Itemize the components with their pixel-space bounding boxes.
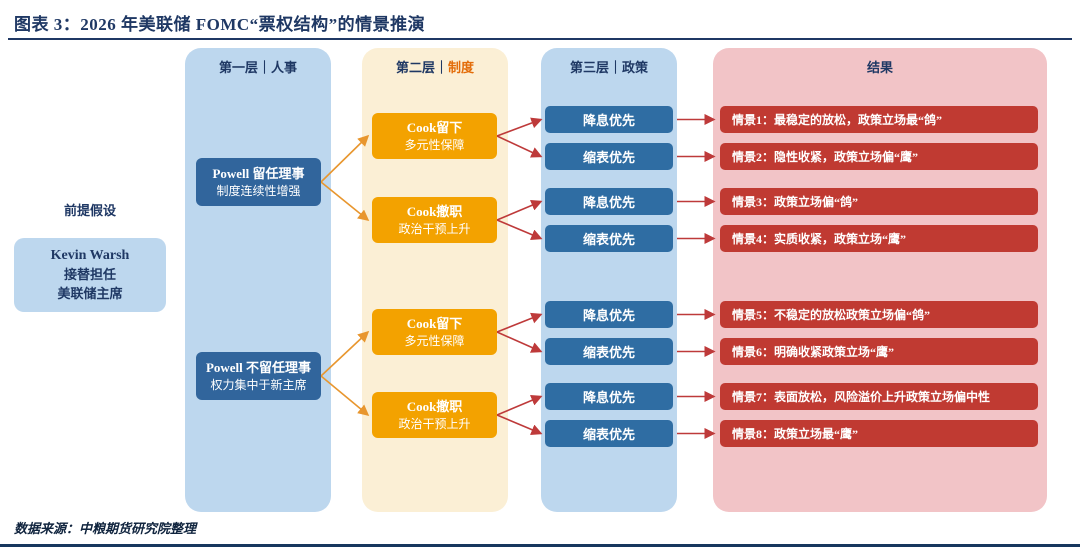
result-scenario-6: 情景6：明确收紧政策立场“鹰” <box>720 338 1038 365</box>
node-cook-stays-1: Cook留下 多元性保障 <box>372 113 497 159</box>
policy-node-1: 降息优先 <box>545 106 673 133</box>
header-suffix: 人事 <box>271 60 298 75</box>
policy-node-7: 降息优先 <box>545 383 673 410</box>
header-prefix: 第一层｜ <box>218 60 271 75</box>
premise-box: Kevin Warsh 接替担任 美联储主席 <box>14 238 166 312</box>
column-header-institution: 第二层｜制度 <box>362 48 508 76</box>
data-source-note: 数据来源：中粮期货研究院整理 <box>14 521 197 536</box>
header-suffix: 制度 <box>448 60 475 75</box>
node-subtitle: 制度连续性增强 <box>216 183 301 198</box>
node-powell-stays: Powell 留任理事 制度连续性增强 <box>196 158 321 206</box>
node-title: Cook撤职 <box>406 398 463 414</box>
node-title: Cook留下 <box>406 315 463 331</box>
policy-node-2: 缩表优先 <box>545 143 673 170</box>
column-header-policy: 第三层｜政策 <box>541 48 677 76</box>
node-subtitle: 权力集中于新主席 <box>210 377 307 392</box>
column-header-result: 结果 <box>866 60 893 75</box>
node-subtitle: 多元性保障 <box>404 137 465 152</box>
premise-line-1: Kevin Warsh <box>50 248 130 263</box>
node-title: Cook撤职 <box>406 203 463 219</box>
policy-node-4: 缩表优先 <box>545 225 673 252</box>
node-title: Cook留下 <box>406 119 463 135</box>
result-scenario-2: 情景2：隐性收紧，政策立场偏“鹰” <box>720 143 1038 170</box>
result-scenario-1: 情景1：最稳定的放松，政策立场最“鸽” <box>720 106 1038 133</box>
policy-node-3: 降息优先 <box>545 188 673 215</box>
result-scenario-5: 情景5：不稳定的放松政策立场偏“鸽” <box>720 301 1038 328</box>
node-subtitle: 多元性保障 <box>404 333 465 348</box>
node-subtitle: 政治干预上升 <box>398 416 471 431</box>
node-powell-leaves: Powell 不留任理事 权力集中于新主席 <box>196 352 321 400</box>
premise-line-3: 美联储主席 <box>57 286 123 302</box>
premise-label: 前提假设 <box>63 203 116 218</box>
result-scenario-3: 情景3：政策立场偏“鸽” <box>720 188 1038 215</box>
figure-title: 图表 3：2026 年美联储 FOMC“票权结构”的情景推演 <box>14 15 426 34</box>
node-cook-stays-2: Cook留下 多元性保障 <box>372 309 497 355</box>
premise-line-2: 接替担任 <box>63 267 116 283</box>
bottom-divider <box>0 544 1080 547</box>
node-subtitle: 政治干预上升 <box>398 221 471 236</box>
policy-node-6: 缩表优先 <box>545 338 673 365</box>
result-scenario-4: 情景4：实质收紧，政策立场“鹰” <box>720 225 1038 252</box>
node-title: Powell 不留任理事 <box>205 359 312 375</box>
header-prefix: 第三层｜ <box>569 60 622 75</box>
policy-node-8: 缩表优先 <box>545 420 673 447</box>
node-cook-removed-2: Cook撤职 政治干预上升 <box>372 392 497 438</box>
header-suffix: 政策 <box>622 60 649 75</box>
title-divider <box>8 38 1072 40</box>
policy-node-5: 降息优先 <box>545 301 673 328</box>
column-header-personnel: 第一层｜人事 <box>185 48 331 76</box>
node-cook-removed-1: Cook撤职 政治干预上升 <box>372 197 497 243</box>
header-prefix: 第二层｜ <box>395 60 448 75</box>
column-personnel: 第一层｜人事 <box>185 48 331 512</box>
result-scenario-8: 情景8：政策立场最“鹰” <box>720 420 1038 447</box>
node-title: Powell 留任理事 <box>212 165 305 181</box>
result-scenario-7: 情景7：表面放松，风险溢价上升政策立场偏中性 <box>720 383 1038 410</box>
